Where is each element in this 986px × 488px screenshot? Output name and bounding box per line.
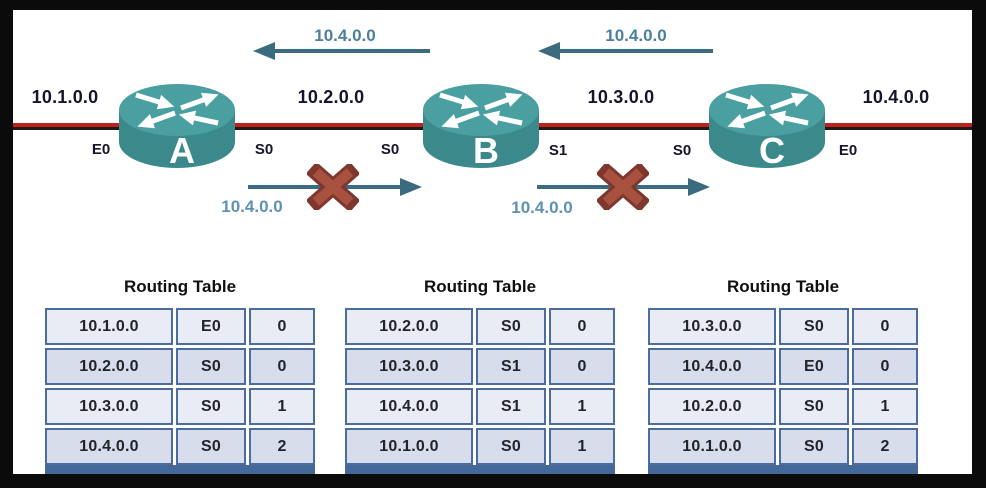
route-update-label-1: 10.4.0.0 bbox=[314, 26, 376, 45]
router-c-label: C bbox=[759, 130, 785, 171]
table-cell: 10.2.0.0 bbox=[345, 308, 473, 345]
table-cell: 10.3.0.0 bbox=[648, 308, 776, 345]
route-update-arrow-c-to-b bbox=[538, 42, 713, 60]
interface-label-a-e0: E0 bbox=[91, 141, 111, 158]
interface-label-c-s0: S0 bbox=[672, 142, 692, 159]
network-label-10-4-0-0: 10.4.0.0 bbox=[862, 87, 930, 107]
table-cell: S0 bbox=[476, 428, 546, 465]
route-update-label-2: 10.4.0.0 bbox=[605, 26, 667, 45]
table-cell: 1 bbox=[549, 428, 615, 465]
table-cell: S0 bbox=[779, 388, 849, 425]
interface-label-c-e0: E0 bbox=[838, 142, 858, 159]
table-cell: S1 bbox=[476, 348, 546, 385]
blocked-update-label-2: 10.4.0.0 bbox=[511, 198, 573, 217]
routing-table-c: 10.3.0.0 S0 0 10.4.0.0 E0 0 10.2.0.0 S0 … bbox=[648, 308, 918, 465]
table-cell: E0 bbox=[176, 308, 246, 345]
table-cell: 10.4.0.0 bbox=[345, 388, 473, 425]
arrow-shaft bbox=[554, 49, 713, 53]
routing-table-b-title: Routing Table bbox=[423, 277, 537, 296]
arrow-right-icon bbox=[688, 178, 710, 196]
route-update-arrow-b-to-a bbox=[253, 42, 430, 60]
table-cell: S0 bbox=[476, 308, 546, 345]
router-a-icon: A bbox=[119, 84, 235, 171]
arrow-left-icon bbox=[253, 42, 275, 60]
table-cell: 10.2.0.0 bbox=[45, 348, 173, 385]
table-cell: S0 bbox=[176, 428, 246, 465]
table-cell: S1 bbox=[476, 388, 546, 425]
table-cell: E0 bbox=[779, 348, 849, 385]
arrow-left-icon bbox=[538, 42, 560, 60]
table-bottom-bar bbox=[345, 465, 615, 474]
interface-label-b-s1: S1 bbox=[548, 142, 568, 159]
table-cell: 10.4.0.0 bbox=[45, 428, 173, 465]
table-bottom-bar bbox=[648, 465, 918, 474]
network-label-10-2-0-0: 10.2.0.0 bbox=[297, 87, 365, 107]
table-cell: 2 bbox=[852, 428, 918, 465]
router-a-label: A bbox=[169, 130, 195, 171]
table-cell: 1 bbox=[549, 388, 615, 425]
router-b-label: B bbox=[473, 130, 499, 171]
arrow-right-icon bbox=[400, 178, 422, 196]
table-cell: 10.3.0.0 bbox=[345, 348, 473, 385]
arrow-shaft bbox=[269, 49, 430, 53]
table-cell: S0 bbox=[779, 308, 849, 345]
table-cell: 10.1.0.0 bbox=[345, 428, 473, 465]
table-cell: 10.4.0.0 bbox=[648, 348, 776, 385]
table-cell: S0 bbox=[779, 428, 849, 465]
table-cell: 10.3.0.0 bbox=[45, 388, 173, 425]
table-cell: 1 bbox=[249, 388, 315, 425]
table-cell: S0 bbox=[176, 388, 246, 425]
routing-table-a: 10.1.0.0 E0 0 10.2.0.0 S0 0 10.3.0.0 S0 … bbox=[45, 308, 315, 465]
table-cell: 1 bbox=[852, 388, 918, 425]
table-cell: 0 bbox=[549, 348, 615, 385]
blocked-update-label-1: 10.4.0.0 bbox=[221, 197, 283, 216]
table-cell: 0 bbox=[249, 308, 315, 345]
table-cell: 0 bbox=[549, 308, 615, 345]
table-cell: 2 bbox=[249, 428, 315, 465]
routing-table-a-title: Routing Table bbox=[123, 277, 237, 296]
table-cell: 0 bbox=[852, 308, 918, 345]
table-cell: 10.2.0.0 bbox=[648, 388, 776, 425]
router-b-icon: B bbox=[423, 84, 539, 171]
table-cell: 10.1.0.0 bbox=[648, 428, 776, 465]
routing-table-b: 10.2.0.0 S0 0 10.3.0.0 S1 0 10.4.0.0 S1 … bbox=[345, 308, 615, 465]
blocked-x-icon bbox=[307, 164, 359, 210]
table-bottom-bar bbox=[45, 465, 315, 474]
router-c-icon: C bbox=[709, 84, 825, 171]
network-label-10-1-0-0: 10.1.0.0 bbox=[31, 87, 99, 107]
blocked-x-icon bbox=[597, 164, 649, 210]
interface-label-b-s0: S0 bbox=[380, 141, 400, 158]
interface-label-a-s0: S0 bbox=[254, 141, 274, 158]
table-cell: 0 bbox=[249, 348, 315, 385]
table-cell: S0 bbox=[176, 348, 246, 385]
table-cell: 0 bbox=[852, 348, 918, 385]
table-cell: 10.1.0.0 bbox=[45, 308, 173, 345]
routing-table-c-title: Routing Table bbox=[726, 277, 840, 296]
network-label-10-3-0-0: 10.3.0.0 bbox=[587, 87, 655, 107]
